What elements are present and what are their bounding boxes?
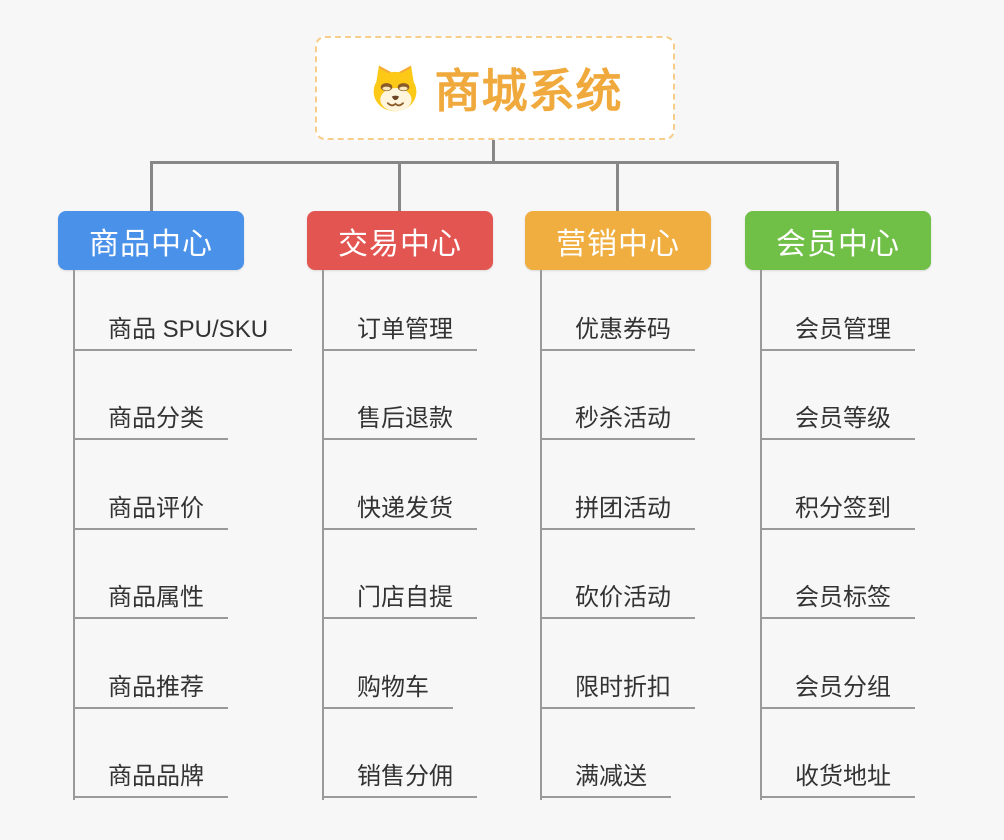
root-topic[interactable]: 商城系统 — [315, 36, 675, 140]
sub-topic[interactable]: 商品分类 — [73, 402, 228, 440]
connector-children-line — [540, 270, 542, 800]
dog-face-icon — [373, 65, 416, 112]
sub-topic[interactable]: 满减送 — [540, 760, 671, 798]
connector-drop-marketing — [616, 161, 619, 211]
connector-root-stem — [492, 140, 495, 162]
sub-topic[interactable]: 商品推荐 — [73, 671, 228, 709]
sub-topic[interactable]: 收货地址 — [760, 760, 915, 798]
sub-topic[interactable]: 商品评价 — [73, 492, 228, 530]
sub-topic[interactable]: 拼团活动 — [540, 492, 695, 530]
sub-topic[interactable]: 积分签到 — [760, 492, 915, 530]
sub-topic[interactable]: 会员分组 — [760, 671, 915, 709]
sub-topic[interactable]: 商品品牌 — [73, 760, 228, 798]
connector-drop-member — [836, 161, 839, 211]
sub-topic[interactable]: 优惠券码 — [540, 313, 695, 351]
branch-column-product: 商品中心 商品 SPU/SKU 商品分类 商品评价 商品属性 商品推荐 商品品牌 — [58, 211, 318, 821]
sub-topic[interactable]: 订单管理 — [322, 313, 477, 351]
branch-column-member: 会员中心 会员管理 会员等级 积分签到 会员标签 会员分组 收货地址 — [745, 211, 1004, 821]
connector-children-line — [760, 270, 762, 800]
connector-children-line — [322, 270, 324, 800]
sub-topic[interactable]: 售后退款 — [322, 402, 477, 440]
sub-topic[interactable]: 砍价活动 — [540, 581, 695, 619]
sub-topic[interactable]: 销售分佣 — [322, 760, 477, 798]
branch-topic-label: 营销中心 — [556, 227, 680, 261]
connector-drop-product — [150, 161, 153, 211]
branch-topic-member-center[interactable]: 会员中心 — [745, 211, 931, 270]
connector-children-line — [73, 270, 75, 800]
sub-topic[interactable]: 秒杀活动 — [540, 402, 695, 440]
connector-drop-trade — [398, 161, 401, 211]
sub-topic[interactable]: 快递发货 — [322, 492, 477, 530]
sub-topic[interactable]: 限时折扣 — [540, 671, 695, 709]
sub-topic[interactable]: 会员等级 — [760, 402, 915, 440]
sub-topic[interactable]: 门店自提 — [322, 581, 477, 619]
sub-topic[interactable]: 商品 SPU/SKU — [73, 313, 293, 351]
root-topic-label: 商城系统 — [434, 65, 623, 117]
branch-topic-marketing-center[interactable]: 营销中心 — [525, 211, 711, 270]
sub-topic[interactable]: 会员管理 — [760, 313, 915, 351]
branch-topic-label: 商品中心 — [89, 227, 213, 261]
branch-column-trade: 交易中心 订单管理 售后退款 快递发货 门店自提 购物车 销售分佣 — [307, 211, 567, 821]
branch-topic-product-center[interactable]: 商品中心 — [58, 211, 244, 270]
branch-topic-label: 交易中心 — [338, 227, 462, 261]
sub-topic[interactable]: 购物车 — [322, 671, 453, 709]
sub-topic[interactable]: 会员标签 — [760, 581, 915, 619]
branch-column-marketing: 营销中心 优惠券码 秒杀活动 拼团活动 砍价活动 限时折扣 满减送 — [525, 211, 785, 821]
connector-horizontal — [150, 161, 839, 164]
sub-topic[interactable]: 商品属性 — [73, 581, 228, 619]
branch-topic-trade-center[interactable]: 交易中心 — [307, 211, 493, 270]
branch-topic-label: 会员中心 — [776, 227, 900, 261]
